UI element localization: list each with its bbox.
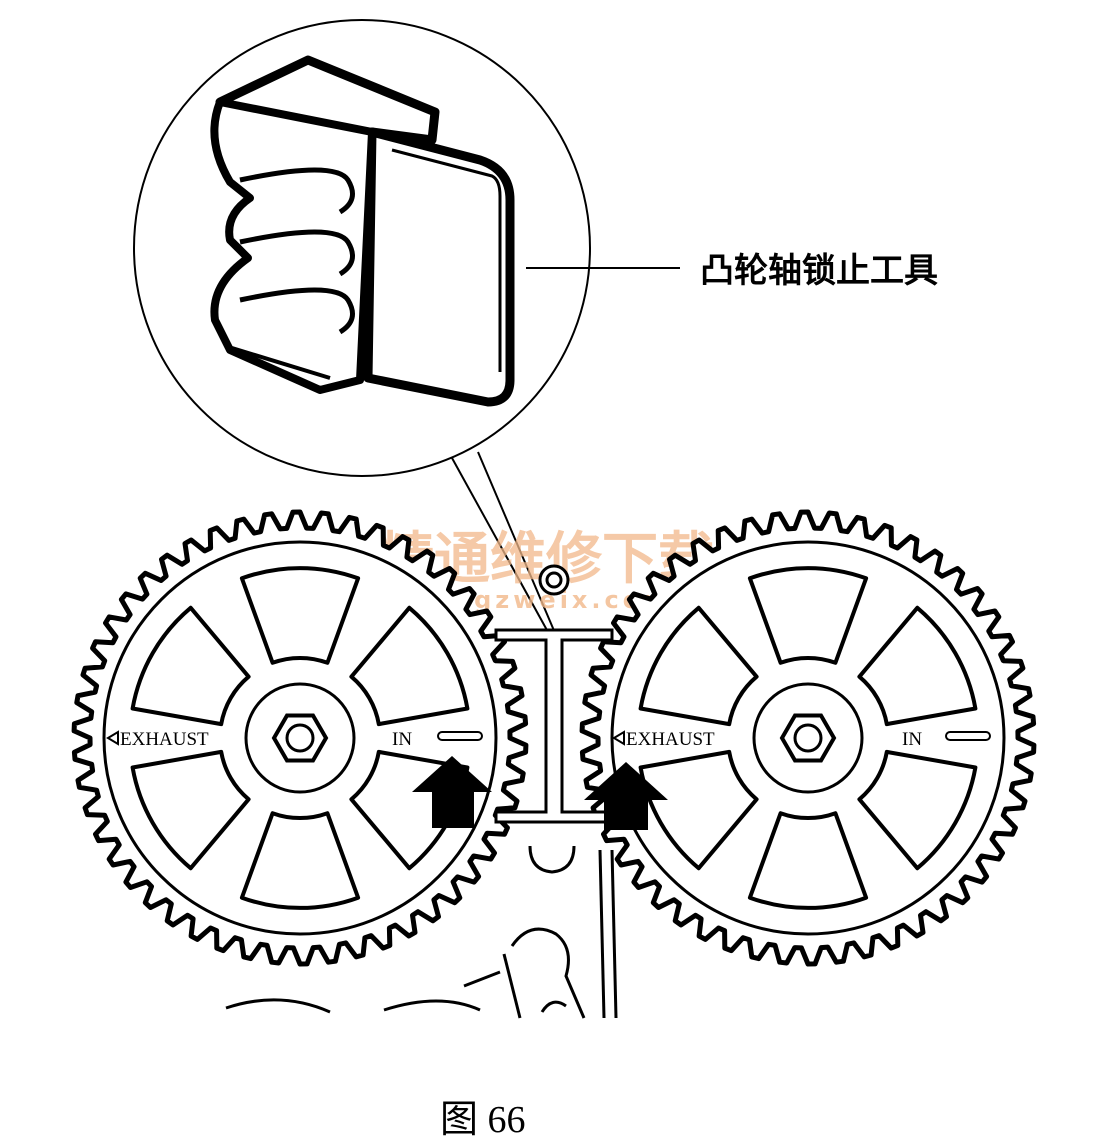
left-camshaft-gear	[71, 509, 529, 967]
exhaust-mark-right: EXHAUST	[626, 729, 715, 750]
gear-window	[130, 605, 251, 727]
arrow-up-icon	[584, 762, 668, 830]
figure-caption: 图 66	[440, 1099, 526, 1140]
gear-window	[857, 605, 978, 727]
bolt-center	[285, 723, 315, 753]
bolt-center	[793, 723, 823, 753]
left-gear-marks: EXHAUST IN	[106, 729, 483, 750]
gear-window	[747, 811, 869, 910]
triangle-marker-icon	[612, 730, 625, 746]
gear-window	[857, 749, 978, 871]
gear-window	[130, 749, 251, 871]
gear-window	[239, 566, 361, 665]
right-camshaft-gear	[579, 509, 1037, 967]
tool-magnifier	[133, 19, 591, 641]
right-gear-marks: EXHAUST IN	[612, 729, 991, 750]
gear-window	[239, 811, 361, 910]
lower-engine-details	[225, 849, 618, 1019]
gear-window	[747, 566, 869, 665]
intake-slot-left	[437, 731, 483, 741]
intake-mark-right: IN	[902, 729, 922, 750]
gear-window	[349, 605, 470, 727]
arrow-up-icon	[412, 756, 492, 828]
gear-window	[638, 749, 759, 871]
triangle-marker-icon	[106, 730, 119, 746]
intake-slot-right	[945, 731, 991, 741]
camshaft-locking-tool-illustration	[210, 55, 515, 407]
gear-window	[638, 605, 759, 727]
callout-label: 凸轮轴锁止工具	[700, 251, 938, 291]
intake-mark-left: IN	[392, 729, 412, 750]
exhaust-mark-left: EXHAUST	[120, 729, 209, 750]
